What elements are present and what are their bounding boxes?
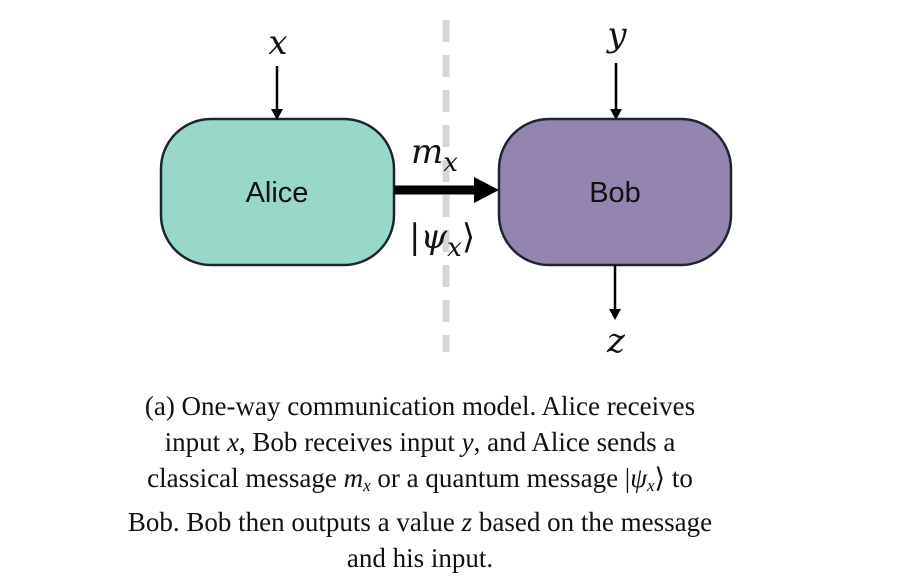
caption-math-subscript: x (363, 476, 371, 495)
caption-text: and his input. (346, 543, 494, 573)
caption-line: Bob. Bob then outputs a value z based on… (20, 504, 820, 540)
caption-text: based on the message (472, 507, 713, 537)
alice-label: Alice (246, 177, 309, 209)
bob-input-arrowhead (610, 109, 622, 120)
caption-text: , and Alice sends a (473, 427, 676, 457)
caption-line: (a) One-way communication model. Alice r… (20, 388, 820, 424)
caption-text: input (164, 427, 227, 457)
alice-node: Alice (159, 117, 396, 267)
alice-input-label: x (268, 23, 287, 63)
caption-math-subscript: x (647, 476, 655, 495)
caption-math: z (462, 507, 473, 537)
caption-text: (a) One-way communication model. Alice r… (144, 391, 696, 421)
caption-math: mx (343, 463, 371, 495)
caption-line: classical message mx or a quantum messag… (20, 460, 820, 504)
quantum-message-subscript: x (447, 233, 462, 263)
message-arrowhead (474, 177, 499, 203)
classical-message-base: m (411, 132, 443, 172)
caption-math-symbol: y (461, 427, 474, 457)
caption-text: ⟩ to (654, 463, 693, 493)
caption-text: classical message (147, 463, 344, 493)
caption-math-symbol: ψ (630, 463, 647, 493)
bob-output-label: z (606, 321, 626, 361)
bob-input-label: y (605, 15, 627, 55)
bob-node: Bob (497, 117, 733, 267)
caption-math-symbol: x (226, 427, 239, 457)
caption-math: ψx (630, 463, 655, 495)
classical-message-label: mx (411, 132, 458, 178)
caption-text: or a quantum message | (370, 463, 631, 493)
caption-line: input x, Bob receives input y, and Alice… (20, 424, 820, 460)
caption-line: and his input. (20, 540, 820, 576)
quantum-message-label: |ψx⟩ (409, 217, 475, 263)
quantum-message-base: ψ (420, 217, 447, 257)
caption-math: x (227, 427, 239, 457)
quantum-message-close: ⟩ (462, 217, 475, 257)
caption-text: Bob. Bob then outputs a value (127, 507, 462, 537)
caption-math: y (462, 427, 474, 457)
caption-math-symbol: z (461, 507, 473, 537)
alice-input-arrowhead (271, 109, 283, 120)
bob-label: Bob (589, 177, 641, 209)
bob-output-arrowhead (609, 309, 621, 320)
classical-message-subscript: x (443, 148, 458, 178)
quantum-message-open: | (409, 217, 420, 257)
caption-math-symbol: m (343, 463, 364, 493)
caption-text: , Bob receives input (238, 427, 462, 457)
communication-diagram: Alice Bob x y z mx |ψx⟩ (159, 15, 733, 361)
figure-caption: (a) One-way communication model. Alice r… (20, 388, 820, 576)
